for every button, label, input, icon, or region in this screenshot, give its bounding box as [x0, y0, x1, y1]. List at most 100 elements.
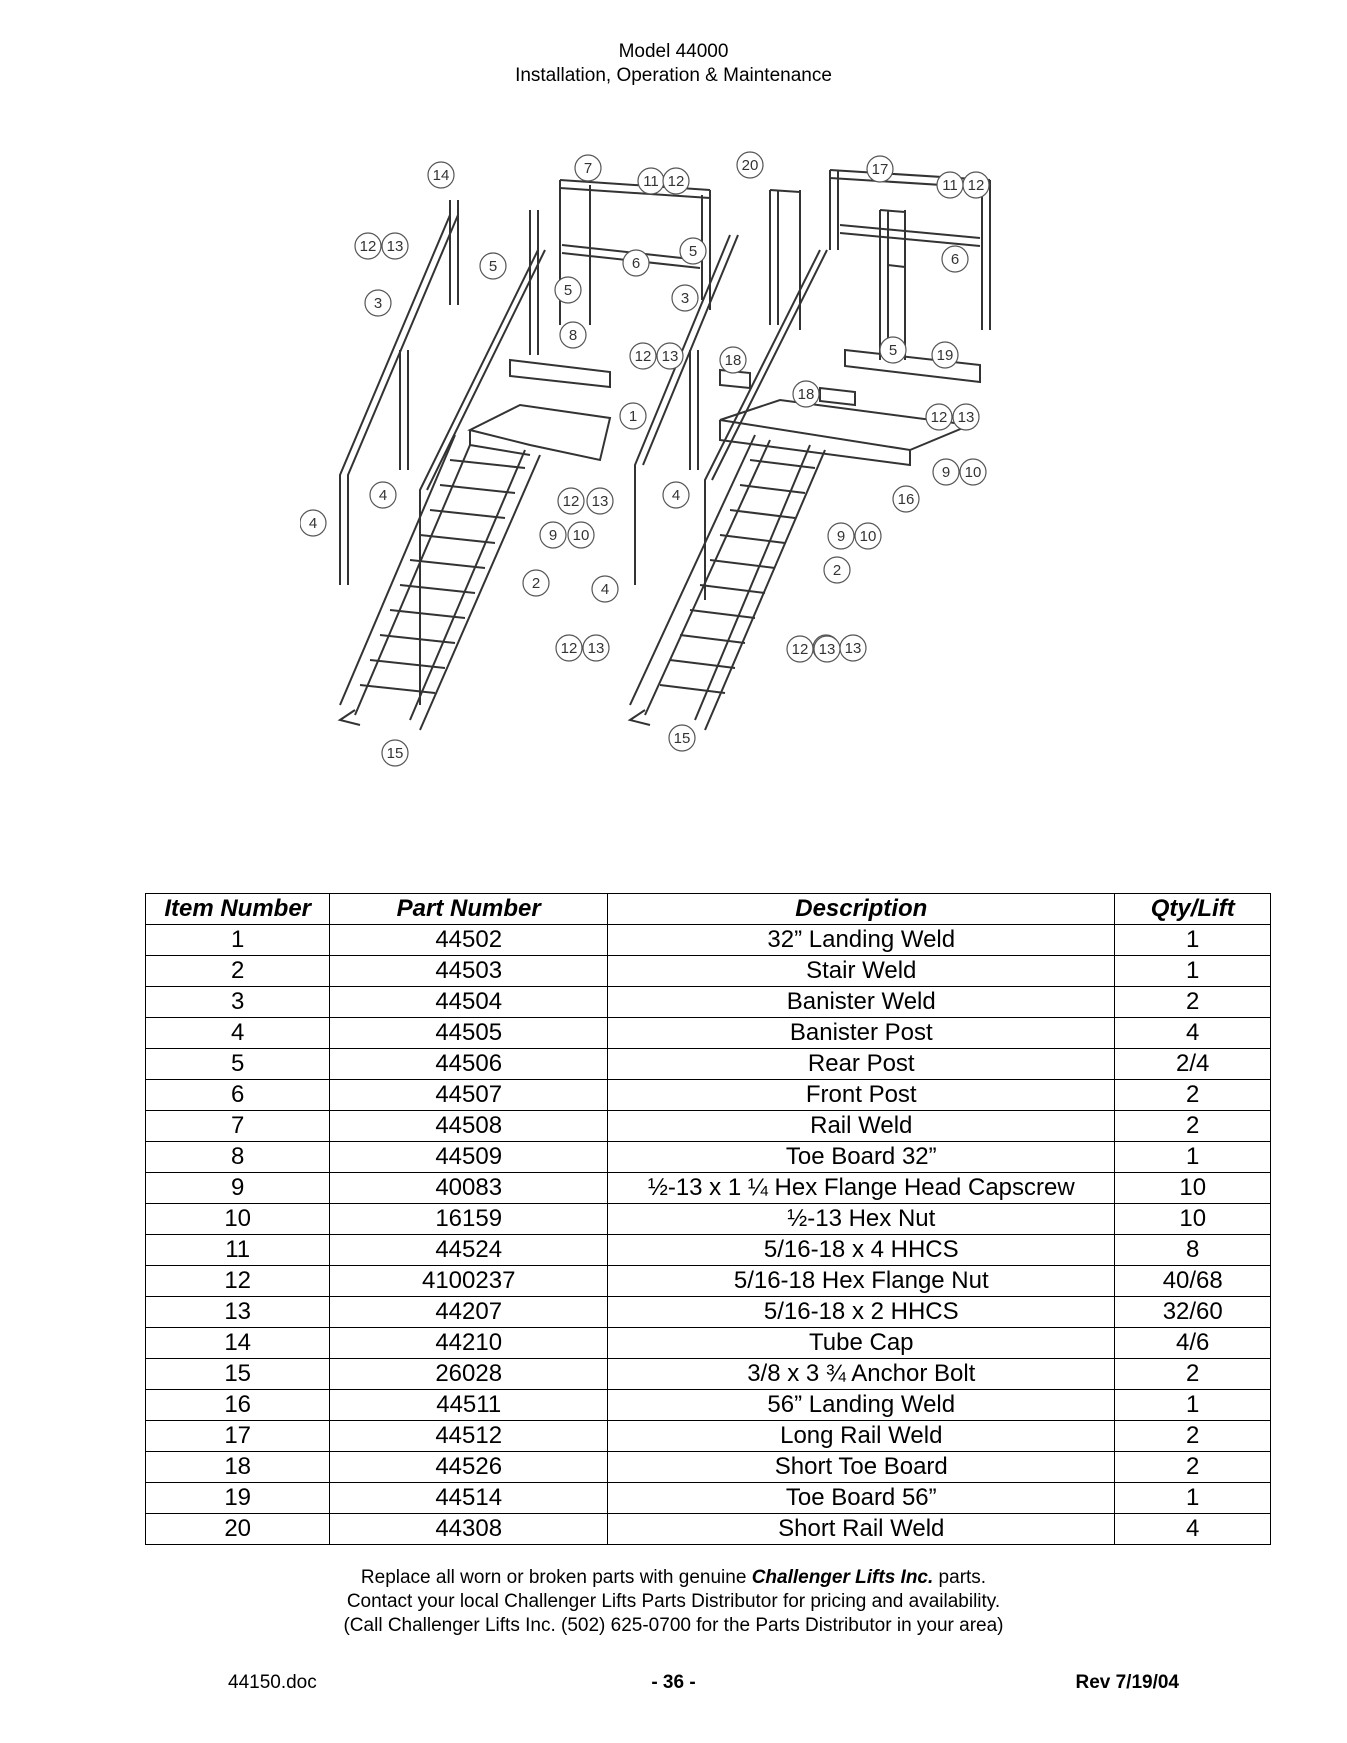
cell-part-number: 44509 [329, 1141, 609, 1173]
header-description: Description [607, 893, 1116, 925]
callout-label: 13 [819, 641, 836, 658]
cell-description: ½-13 Hex Nut [607, 1203, 1116, 1235]
callout-circle [369, 481, 397, 509]
callout-circle [866, 155, 894, 183]
callout-circle [662, 167, 690, 195]
cell-qty: 2 [1114, 1079, 1271, 1111]
callout-circle [719, 346, 747, 374]
callout-label: 10 [965, 464, 982, 481]
callout-label: 9 [942, 464, 950, 481]
callout-circle [823, 556, 851, 584]
callout-circle [554, 276, 582, 304]
cell-qty: 2 [1114, 1420, 1271, 1452]
cell-qty: 1 [1114, 1389, 1271, 1421]
callout-label: 12 [668, 173, 685, 190]
parts-table: Item Number Part Number Description Qty/… [144, 893, 1271, 1545]
header-part-number: Part Number [329, 893, 609, 925]
callout-circle [813, 635, 841, 663]
model-title: Model 44000 [618, 41, 729, 62]
cell-item-number: 5 [144, 1048, 331, 1080]
note-line-3: (Call Challenger Lifts Inc. (502) 625-07… [343, 1615, 1004, 1636]
cell-qty: 2 [1114, 1358, 1271, 1390]
callout-label: 12 [360, 238, 377, 255]
cell-qty: 10 [1114, 1172, 1271, 1204]
callout-circle [381, 232, 409, 260]
header-item-number: Item Number [144, 893, 331, 925]
callout-circle [591, 575, 619, 603]
cell-item-number: 1 [144, 924, 331, 956]
cell-item-number: 20 [144, 1513, 331, 1545]
cell-qty: 1 [1114, 1141, 1271, 1173]
callout-label: 18 [725, 352, 742, 369]
callout-label: 12 [792, 641, 809, 658]
cell-part-number: 44507 [329, 1079, 609, 1111]
callout-circle [959, 458, 987, 486]
cell-qty: 1 [1114, 1482, 1271, 1514]
callout-circle [668, 724, 696, 752]
callout-label: 8 [569, 327, 577, 344]
callout-circle [522, 569, 550, 597]
callout-circle [854, 522, 882, 550]
callout-label: 19 [937, 347, 954, 364]
callout-circle [559, 321, 587, 349]
callout-label: 14 [433, 167, 450, 184]
callout-label: 4 [379, 487, 387, 504]
cell-description: Rear Post [607, 1048, 1116, 1080]
cell-description: Short Toe Board [607, 1451, 1116, 1483]
cell-item-number: 13 [144, 1296, 331, 1328]
cell-description: ½-13 x 1 ¼ Hex Flange Head Capscrew [607, 1172, 1116, 1204]
callout-label: 9 [837, 528, 845, 545]
revision-date: Rev 7/19/04 [1075, 1672, 1179, 1693]
cell-part-number: 44524 [329, 1234, 609, 1266]
note-text: Replace all worn or broken parts with ge… [360, 1567, 752, 1588]
callout-circle [671, 284, 699, 312]
callout-circle [736, 151, 764, 179]
cell-part-number: 44502 [329, 924, 609, 956]
callout-label: 11 [643, 173, 659, 190]
callout-label: 4 [601, 581, 609, 598]
cell-description: 5/16-18 Hex Flange Nut [607, 1265, 1116, 1297]
callout-circle [354, 232, 382, 260]
callout-label: 13 [387, 238, 404, 255]
callout-label: 13 [592, 493, 609, 510]
callout-label: 6 [632, 255, 640, 272]
callout-label: 4 [672, 487, 680, 504]
cell-part-number: 16159 [329, 1203, 609, 1235]
note-line-1: Replace all worn or broken parts with ge… [0, 1566, 1347, 1590]
callout-circle [931, 341, 959, 369]
cell-part-number: 4100237 [329, 1265, 609, 1297]
cell-item-number: 9 [144, 1172, 331, 1204]
header-qty-lift: Qty/Lift [1114, 893, 1271, 925]
cell-description: Banister Weld [607, 986, 1116, 1018]
callout-label: 13 [662, 348, 679, 365]
note-line-2: Contact your local Challenger Lifts Part… [346, 1591, 1001, 1612]
cell-qty: 4 [1114, 1513, 1271, 1545]
callout-circle [574, 154, 602, 182]
callout-circle [827, 522, 855, 550]
cell-description: Front Post [607, 1079, 1116, 1111]
callout-circle [381, 739, 409, 767]
cell-item-number: 18 [144, 1451, 331, 1483]
cell-qty: 8 [1114, 1234, 1271, 1266]
cell-qty: 40/68 [1114, 1265, 1271, 1297]
callout-circle [479, 252, 507, 280]
callout-label: 1 [629, 408, 637, 425]
callout-circle [786, 635, 814, 663]
cell-description: Banister Post [607, 1017, 1116, 1049]
cell-description: Short Rail Weld [607, 1513, 1116, 1545]
cell-part-number: 44511 [329, 1389, 609, 1421]
callout-label: 10 [860, 528, 877, 545]
doc-filename: 44150.doc [228, 1672, 317, 1693]
callout-circle [932, 458, 960, 486]
cell-part-number: 44508 [329, 1110, 609, 1142]
callout-label: 9 [549, 527, 557, 544]
